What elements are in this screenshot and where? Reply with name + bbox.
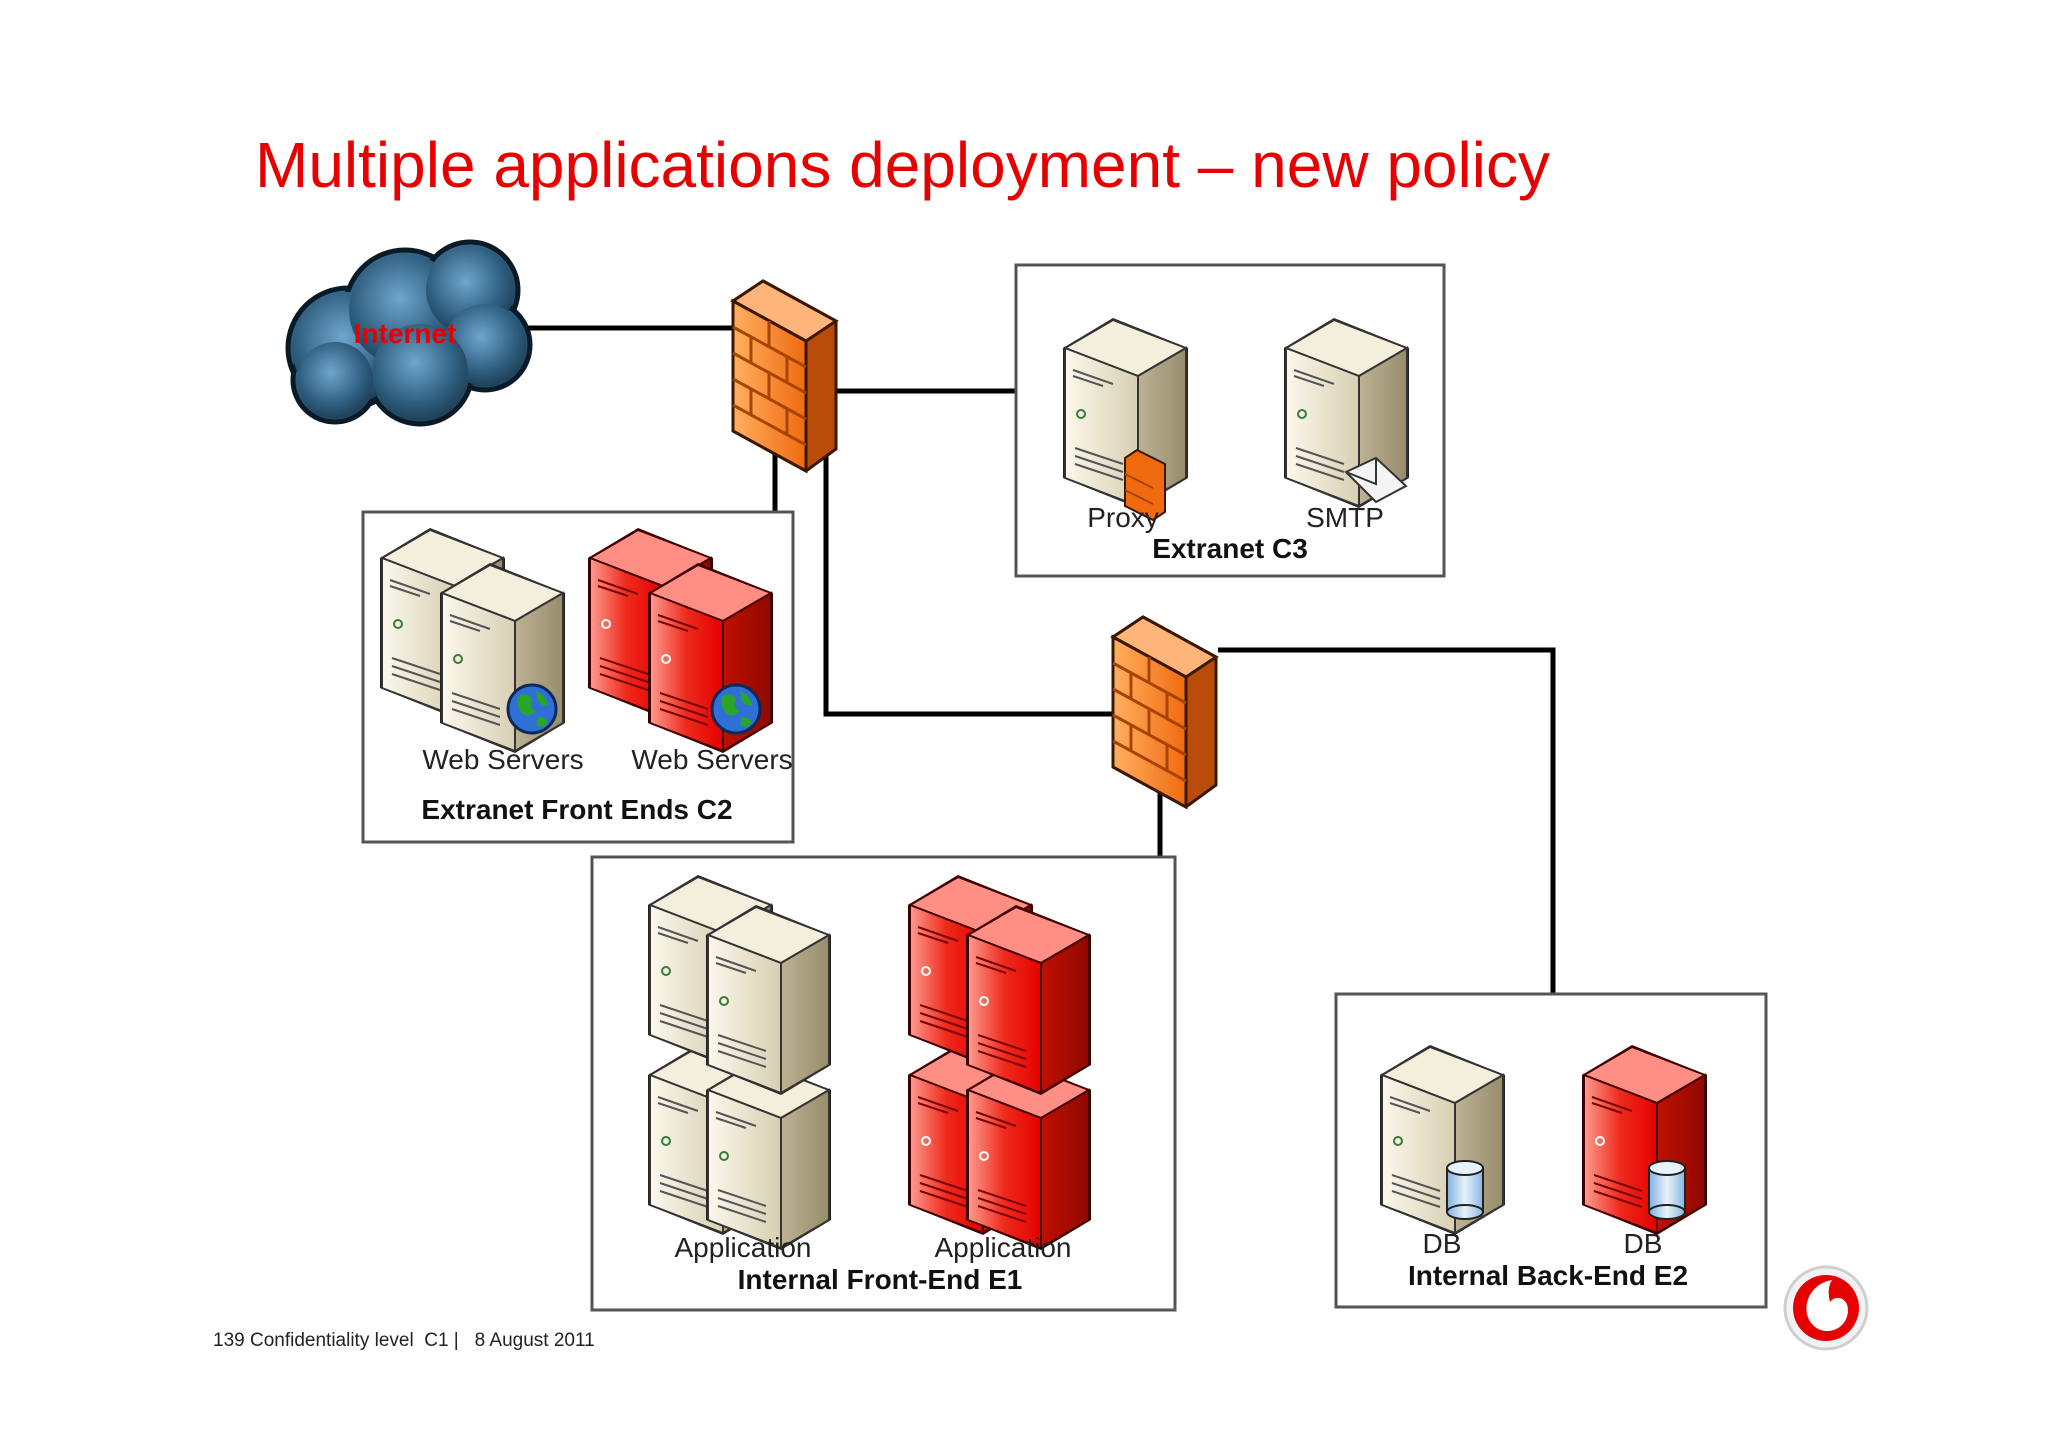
zone-title-e1: Internal Front-End E1 [738, 1264, 1023, 1295]
database-icon [1648, 1160, 1686, 1220]
page-number: 139 [213, 1330, 245, 1351]
internet-cloud: Internet [285, 239, 533, 427]
db-label: DB [1624, 1228, 1663, 1259]
globe-icon [506, 683, 558, 735]
db-server-beige-icon [1379, 1044, 1506, 1236]
web-servers-label: Web Servers [422, 744, 583, 775]
web-servers-label: Web Servers [631, 744, 792, 775]
link-firewall2-e2 [1218, 647, 1556, 994]
database-icon [1446, 1160, 1484, 1220]
slide-title: Multiple applications deployment – new p… [255, 129, 1550, 201]
footer: 139 Confidentiality level C1 | 8 August … [213, 1330, 595, 1352]
firewall-badge-icon [1124, 448, 1166, 522]
web-server-red-icon [647, 562, 774, 754]
proxy-server-icon [1062, 317, 1189, 522]
firewall-icon [1110, 615, 1219, 810]
internet-label: Internet [354, 318, 457, 349]
proxy-label: Proxy [1087, 502, 1159, 533]
mail-envelope-icon [1344, 456, 1408, 504]
footer-date: 8 August 2011 [474, 1330, 595, 1351]
zone-title-c2: Extranet Front Ends C2 [421, 794, 732, 825]
zone-title-e2: Internal Back-End E2 [1408, 1260, 1688, 1291]
company-logo [1783, 1265, 1869, 1351]
application-server-red-icon [965, 904, 1092, 1096]
application-label: Application [935, 1232, 1072, 1263]
db-label: DB [1423, 1228, 1462, 1259]
db-server-red-icon [1581, 1044, 1708, 1236]
application-label: Application [675, 1232, 812, 1263]
link-firewall1-firewall2 [823, 448, 1122, 717]
confidentiality-label: Confidentiality level C1 | [249, 1330, 459, 1351]
smtp-server-icon [1283, 317, 1410, 509]
application-server-beige-icon [705, 904, 832, 1096]
firewall-icon [730, 279, 839, 474]
zone-title-c3: Extranet C3 [1152, 533, 1308, 564]
web-server-beige-icon [439, 562, 566, 754]
globe-icon [710, 683, 762, 735]
smtp-label: SMTP [1306, 502, 1384, 533]
